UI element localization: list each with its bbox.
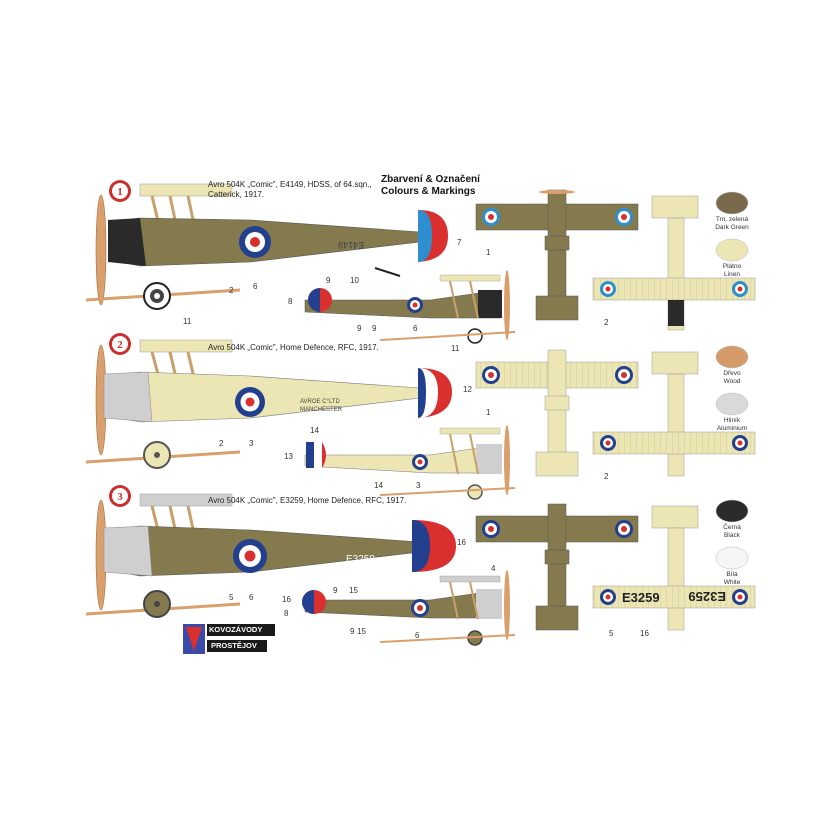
callout: 10 <box>350 276 359 285</box>
callout: 1 <box>486 248 491 257</box>
scheme-3-underwing-serial-right: E3259 <box>688 589 726 604</box>
scheme-3: 3 E3259 <box>85 485 756 646</box>
scheme-3-serial: E3259 <box>346 554 375 565</box>
callout: 16 <box>282 595 291 604</box>
scheme-2-badge: 2 <box>109 333 131 355</box>
scheme-3-underwing-serial-left: E3259 <box>622 590 660 605</box>
scheme-2-wheel <box>143 441 171 469</box>
callout: 11 <box>451 344 460 353</box>
scheme-3-small-profile <box>302 570 516 646</box>
logo-line2: PROSTĚJOV <box>211 641 257 650</box>
scheme-1-upper-wing <box>139 183 233 197</box>
scheme-3-cowl <box>103 525 153 577</box>
scheme-1-wheel <box>143 282 171 310</box>
scheme-1-number: 1 <box>117 186 123 198</box>
colour-swatches <box>715 191 749 570</box>
callout: 2 <box>219 439 224 448</box>
scheme-1-rudder <box>418 210 448 262</box>
scheme-1-bottom-view <box>592 195 756 331</box>
callout: 6 <box>413 324 418 333</box>
scheme-2-top-view <box>475 349 639 477</box>
kovozavody-logo <box>183 624 275 654</box>
scheme-3-roundel <box>233 539 267 573</box>
callout: 9 <box>357 324 362 333</box>
scheme-1: 1 E4149 <box>85 180 756 344</box>
callout: 9 <box>372 324 377 333</box>
scheme-2-number: 2 <box>117 339 123 351</box>
scheme-1-caption-line1: Avro 504K „Comic", E4149, HDSS, of 64.sq… <box>208 180 372 189</box>
swatch-black <box>715 499 749 523</box>
scheme-1-cowl <box>108 218 146 266</box>
scheme-1-propeller <box>95 194 107 306</box>
callout: 14 <box>310 426 319 435</box>
callout: 6 <box>249 593 254 602</box>
callout: 9 <box>350 627 355 636</box>
scheme-1-caption-line2: Catterick, 1917. <box>208 190 265 199</box>
scheme-3-rudder <box>412 520 456 572</box>
scheme-2-caption: Avro 504K „Comic", Home Defence, RFC, 19… <box>208 343 379 352</box>
callout: 9 <box>333 586 338 595</box>
callout: 12 <box>463 385 472 394</box>
callout: 1 <box>486 408 491 417</box>
scheme-3-number: 3 <box>117 491 123 503</box>
swatch-aluminium <box>715 392 749 416</box>
scheme-1-small-profile <box>304 270 516 344</box>
scheme-3-bottom-view: E3259 E3259 <box>592 505 756 631</box>
scheme-2-bottom-view <box>592 351 756 477</box>
callout: 11 <box>183 317 192 326</box>
callout: 16 <box>640 629 649 638</box>
callout: 14 <box>374 481 383 490</box>
callout: 2 <box>229 286 234 295</box>
scheme-3-caption: Avro 504K „Comic", E3259, Home Defence, … <box>208 496 407 505</box>
scheme-2-maker-plate-2: MANCHESTER <box>300 407 343 413</box>
callout: 15 <box>349 586 358 595</box>
callout: 7 <box>457 238 462 247</box>
callout: 8 <box>284 609 289 618</box>
scheme-2-small-profile <box>304 425 516 500</box>
scheme-1-serial: E4149 <box>338 240 364 250</box>
callout: 9 <box>326 276 331 285</box>
scheme-3-top-view <box>475 503 639 631</box>
logo-line1: KOVOZÁVODY <box>209 625 263 634</box>
scheme-2-cowl <box>103 371 153 423</box>
scheme-1-badge: 1 <box>109 180 131 202</box>
callout: 4 <box>491 564 496 573</box>
callout: 5 <box>609 629 614 638</box>
scheme-2-maker-plate-1: AVROE C°LTD <box>300 399 341 405</box>
swatch-linen <box>715 238 749 262</box>
callout: 15 <box>357 627 366 636</box>
scheme-2-roundel <box>235 387 265 417</box>
callout: 2 <box>604 318 609 327</box>
scheme-1-roundel <box>239 226 271 258</box>
scheme-1-top-view <box>475 189 639 321</box>
swatch-white <box>715 546 749 570</box>
scheme-3-badge: 3 <box>109 485 131 507</box>
scheme-2: 2 AVROE C°LTD MANCHESTER <box>85 333 756 500</box>
callout: 6 <box>415 631 420 640</box>
sheet-title-english: Colours & Markings <box>381 186 476 197</box>
callout: 3 <box>249 439 254 448</box>
swatch-dark-green <box>715 191 749 215</box>
callout: 13 <box>284 452 293 461</box>
scheme-2-upper-wing <box>139 339 233 353</box>
callout: 8 <box>288 297 293 306</box>
callout: 5 <box>229 593 234 602</box>
callout: 16 <box>457 538 466 547</box>
callout: 6 <box>253 282 258 291</box>
swatch-wood <box>715 345 749 369</box>
scheme-3-upper-wing <box>139 493 233 507</box>
callout: 3 <box>416 481 421 490</box>
scheme-2-fuselage <box>109 371 421 423</box>
sheet-title-czech: Zbarvení & Označení <box>381 174 480 185</box>
scheme-2-rudder <box>418 368 452 418</box>
callout: 2 <box>604 472 609 481</box>
scheme-3-wheel <box>143 590 171 618</box>
